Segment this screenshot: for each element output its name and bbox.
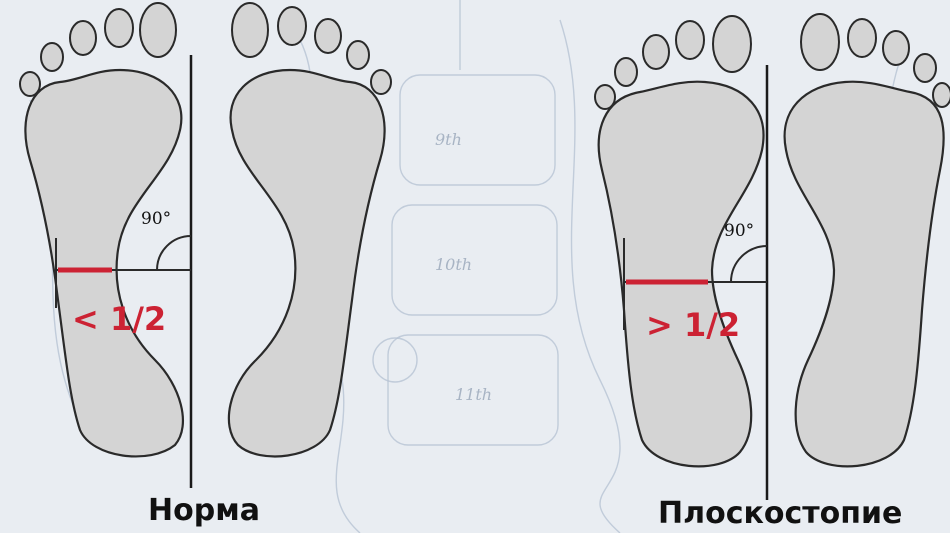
normal-ratio-label: < 1/2 <box>72 300 166 338</box>
flat-caption: Плоскостопие <box>658 496 902 531</box>
normal-angle-label: 90° <box>141 209 171 229</box>
vertebra-label-9: 9th <box>435 130 462 149</box>
normal-caption: Норма <box>148 493 260 528</box>
flat-angle-label: 90° <box>724 221 754 241</box>
flat-ratio-label: > 1/2 <box>646 306 740 344</box>
vertebra-label-10: 10th <box>435 255 472 274</box>
vertebra-label-11: 11th <box>455 385 492 404</box>
